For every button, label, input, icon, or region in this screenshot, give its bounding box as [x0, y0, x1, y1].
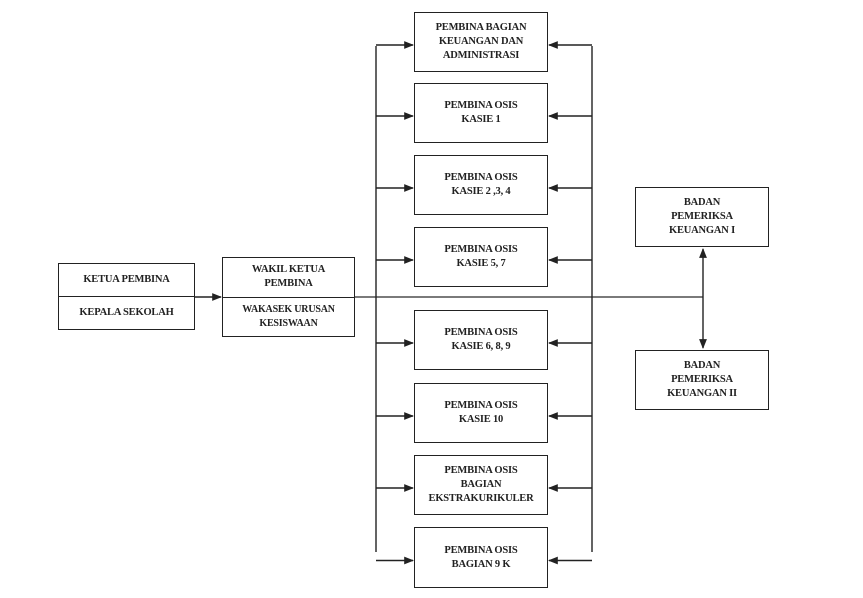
unit-box: PEMBINA OSIS KASIE 5, 7 — [414, 227, 548, 287]
deputy-subtitle-line: KESISWAAN — [259, 317, 318, 329]
unit-label-line: ADMINISTRASI — [442, 50, 520, 61]
head-subtitle: KEPALA SEKOLAH — [79, 307, 174, 318]
auditor-label-line: KEUANGAN II — [667, 388, 737, 399]
auditor-label-line: KEUANGAN I — [669, 225, 735, 236]
deputy-subtitle-line: WAKASEK URUSAN — [242, 303, 335, 315]
deputy-box: WAKIL KETUA PEMBINA WAKASEK URUSAN KESIS… — [222, 257, 355, 337]
unit-label-line: KASIE 6, 8, 9 — [451, 341, 511, 352]
auditor-label-line: BADAN — [683, 197, 721, 208]
unit-label-line: PEMBINA OSIS — [444, 400, 518, 411]
unit-label-line: EKSTRAKURIKULER — [428, 493, 534, 504]
unit-box: PEMBINA BAGIAN KEUANGAN DAN ADMINISTRASI — [414, 12, 548, 72]
auditor-box: BADAN PEMERIKSA KEUANGAN II — [635, 350, 769, 410]
head-title: KETUA PEMBINA — [83, 274, 170, 285]
head-box: KETUA PEMBINA KEPALA SEKOLAH — [58, 263, 195, 330]
unit-label-line: KASIE 10 — [458, 414, 504, 425]
auditor-label-line: PEMERIKSA — [671, 374, 733, 385]
unit-box: PEMBINA OSIS KASIE 6, 8, 9 — [414, 310, 548, 370]
unit-label-line: KASIE 1 — [461, 114, 501, 125]
unit-box: PEMBINA OSIS KASIE 1 — [414, 83, 548, 143]
auditor-label-line: PEMERIKSA — [671, 211, 733, 222]
unit-box: PEMBINA OSIS BAGIAN 9 K — [414, 527, 548, 588]
unit-box: PEMBINA OSIS KASIE 10 — [414, 383, 548, 443]
auditor-box: BADAN PEMERIKSA KEUANGAN I — [635, 187, 769, 247]
unit-label-line: PEMBINA OSIS — [444, 465, 518, 476]
deputy-title-line: PEMBINA — [264, 278, 313, 290]
auditor-label-line: BADAN — [683, 360, 721, 371]
unit-label-line: KASIE 2 ,3, 4 — [451, 186, 511, 197]
unit-label-line: PEMBINA OSIS — [444, 327, 518, 338]
unit-label-line: KEUANGAN DAN — [438, 36, 524, 47]
unit-label-line: PEMBINA OSIS — [444, 100, 518, 111]
unit-label-line: PEMBINA OSIS — [444, 244, 518, 255]
unit-box: PEMBINA OSIS KASIE 2 ,3, 4 — [414, 155, 548, 215]
deputy-title-line: WAKIL KETUA — [251, 264, 326, 276]
unit-label-line: BAGIAN 9 K — [451, 558, 511, 570]
unit-label-line: KASIE 5, 7 — [456, 258, 506, 269]
unit-label-line: BAGIAN — [460, 479, 502, 490]
unit-label-line: PEMBINA OSIS — [444, 172, 518, 183]
unit-label-line: PEMBINA BAGIAN — [435, 22, 527, 33]
unit-box: PEMBINA OSIS BAGIAN EKSTRAKURIKULER — [414, 455, 548, 515]
unit-label-line: PEMBINA OSIS — [444, 544, 518, 556]
